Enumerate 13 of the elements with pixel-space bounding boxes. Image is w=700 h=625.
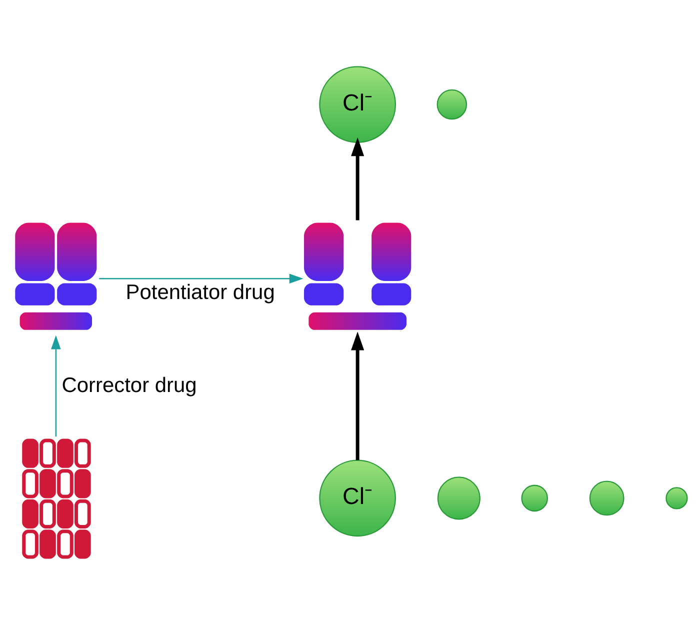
node-circle: Cl⁻ <box>319 459 396 536</box>
edge-label: Potentiator drug <box>126 280 275 304</box>
node-circle <box>589 480 624 516</box>
node-circle <box>437 476 480 520</box>
node-circle: Cl⁻ <box>319 66 396 142</box>
arrow <box>99 273 304 284</box>
arrow <box>351 136 364 220</box>
arrow <box>51 334 61 436</box>
arrow <box>351 331 364 460</box>
edge-label: Corrector drug <box>62 374 197 397</box>
node-circle <box>436 88 468 120</box>
node-circle <box>666 486 688 509</box>
node-circle <box>521 484 548 512</box>
